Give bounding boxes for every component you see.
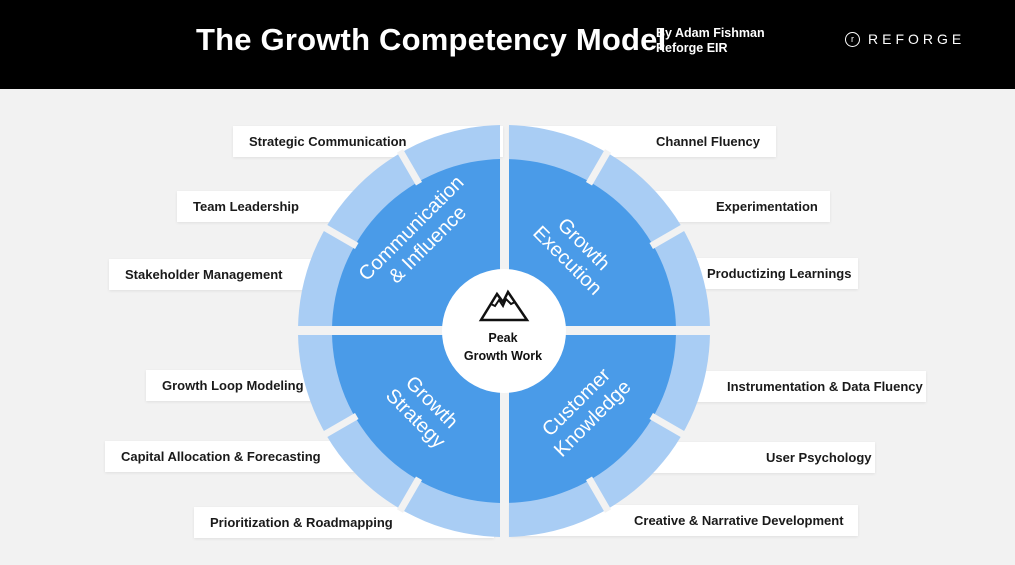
ring-separator xyxy=(396,149,423,186)
ring-separator xyxy=(322,223,359,250)
competency-label: Channel Fluency xyxy=(656,134,761,149)
inner-quadrant-disc xyxy=(332,159,500,326)
center-label-line2: Growth Work xyxy=(463,349,543,363)
brand-name: REFORGE xyxy=(868,31,966,47)
quadrant-top-left xyxy=(298,125,500,326)
byline-author: By Adam Fishman xyxy=(656,26,765,40)
ring-separator xyxy=(585,149,612,186)
competency-label: Capital Allocation & Forecasting xyxy=(121,449,321,464)
quadrant-top-right xyxy=(509,125,710,326)
byline-role: Reforge EIR xyxy=(656,41,728,55)
ring-separator xyxy=(649,412,686,439)
ring-separator xyxy=(649,223,686,250)
byline: By Adam Fishman Reforge EIR xyxy=(656,26,765,56)
inner-quadrant-disc xyxy=(509,159,676,326)
competency-label: Experimentation xyxy=(716,199,818,214)
competency-label: Prioritization & Roadmapping xyxy=(210,515,393,530)
competency-label: Creative & Narrative Development xyxy=(634,513,844,528)
quadrant-bottom-left xyxy=(298,335,500,537)
brand-logo: r REFORGE xyxy=(845,31,965,47)
header-bar: The Growth Competency Model By Adam Fish… xyxy=(0,0,1015,89)
center-label: Peak Growth Work xyxy=(455,329,551,365)
competency-label: Strategic Communication xyxy=(249,134,407,149)
competency-label: User Psychology xyxy=(766,450,872,465)
inner-quadrant-disc xyxy=(509,335,676,503)
brand-mark-icon: r xyxy=(845,31,860,47)
center-circle xyxy=(442,269,566,393)
competency-label: Instrumentation & Data Fluency xyxy=(727,379,923,394)
competency-label: Productizing Learnings xyxy=(707,266,852,281)
page-title: The Growth Competency Model xyxy=(196,22,667,57)
quadrant-bottom-right xyxy=(509,335,710,537)
mountain-icon xyxy=(478,289,530,322)
ring-separator xyxy=(322,412,359,439)
ring-separator xyxy=(396,476,423,513)
competency-label: Growth Loop Modeling xyxy=(162,378,304,393)
ring-separator xyxy=(585,476,612,513)
competency-label: Team Leadership xyxy=(193,199,299,214)
inner-quadrant-disc xyxy=(332,335,500,503)
competency-label: Stakeholder Management xyxy=(125,267,283,282)
center-label-line1: Peak xyxy=(488,331,518,345)
